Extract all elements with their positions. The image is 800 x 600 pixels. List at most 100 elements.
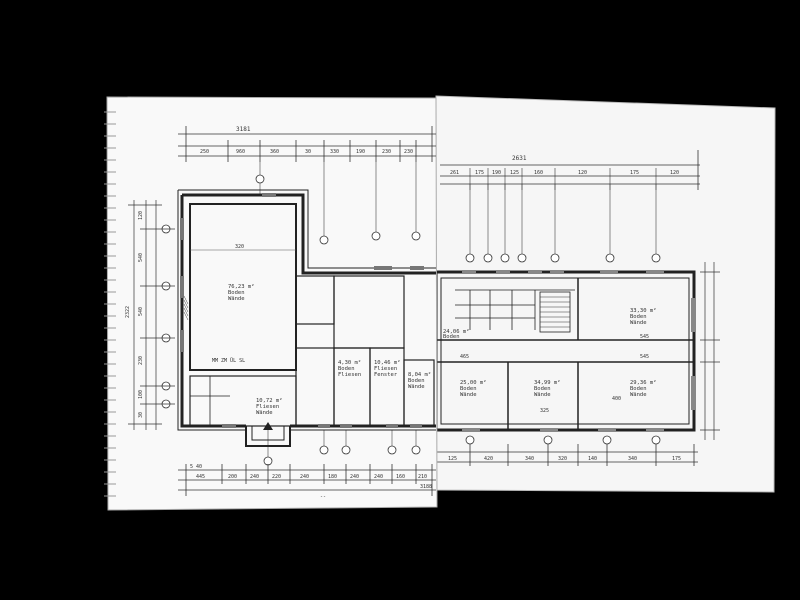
svg-text:240: 240 [350,474,359,480]
left-top-dim-labels: 250 960 360 30 330 190 230 230 [200,149,413,155]
svg-text:340: 340 [628,456,637,462]
svg-text:210: 210 [418,474,427,480]
svg-text:MM ZM ÜL SL: MM ZM ÜL SL [212,357,245,364]
svg-text:175: 175 [672,456,681,462]
svg-text:10,72 m²: 10,72 m² [256,397,283,404]
right-side-dimensions [700,262,720,440]
svg-text:230: 230 [404,149,413,155]
left-bottom-dim-labels: 5 40 445 200 240 220 240 180 240 240 160… [190,464,432,490]
svg-text:445: 445 [196,474,205,480]
svg-text:360: 360 [270,149,279,155]
right-bottom-dim-labels: 125 420 340 320 140 340 175 [448,456,681,462]
right-stairs [540,296,570,328]
svg-text:120: 120 [578,170,587,176]
svg-text:140: 140 [588,456,597,462]
svg-text:33,30 m²: 33,30 m² [630,307,657,314]
svg-text:120: 120 [138,211,144,220]
left-side-dimensions [128,200,175,430]
svg-text:340: 340 [525,456,534,462]
svg-text:Fenster: Fenster [374,372,398,378]
svg-text:Boden: Boden [408,378,425,384]
left-paper [106,96,438,511]
right-bottom-dimensions [436,444,698,466]
svg-text:240: 240 [300,474,309,480]
svg-text:25,00 m²: 25,00 m² [460,379,487,386]
right-top-total: 2631 [512,155,527,162]
svg-text:Boden: Boden [630,386,647,392]
svg-text:540: 540 [138,253,144,262]
svg-text:545: 545 [640,354,649,360]
left-axis-markers [161,174,421,466]
svg-text:960: 960 [236,149,245,155]
svg-text:200: 200 [228,474,237,480]
svg-text:Boden: Boden [534,386,551,392]
right-sheet: 2631 261 175 190 125 160 120 175 120 [434,95,776,493]
svg-text:76,23 m²: 76,23 m² [228,283,255,290]
svg-text:190: 190 [492,170,501,176]
svg-text:Wände: Wände [630,392,647,398]
svg-text:2322: 2322 [125,306,131,318]
svg-text:465: 465 [460,354,469,360]
svg-text:261: 261 [450,170,459,176]
svg-text:320: 320 [558,456,567,462]
right-inner-dim-labels: 465 325 400 545 545 [460,334,649,414]
left-top-total: 3181 [236,126,251,133]
right-windows [462,270,696,432]
right-grid-axes [469,184,657,258]
hatching [183,295,189,321]
svg-text:420: 420 [484,456,493,462]
left-windows [180,193,424,428]
svg-text:175: 175 [475,170,484,176]
svg-text:160: 160 [396,474,405,480]
svg-text:400: 400 [612,396,621,402]
left-bottom-dimensions [178,464,436,496]
svg-text:24,06 m²: 24,06 m² [443,328,470,335]
svg-text:230: 230 [382,149,391,155]
svg-text:3188: 3188 [420,484,432,490]
svg-text:Wände: Wände [630,320,647,326]
left-top-dimensions [178,126,436,162]
svg-text:Boden: Boden [460,386,477,392]
svg-text:230: 230 [138,356,144,365]
svg-text:5 40: 5 40 [190,464,202,470]
svg-text:125: 125 [448,456,457,462]
svg-text:Wände: Wände [534,392,551,398]
svg-text:120: 120 [670,170,679,176]
svg-text:325: 325 [540,408,549,414]
svg-text:320: 320 [235,244,244,250]
left-misc-labels: MM ZM ÜL SL 320 [212,244,245,364]
svg-text:30: 30 [138,412,144,418]
left-sheet: 3181 250 960 360 30 330 190 230 230 [104,96,438,511]
svg-text:Fliesen: Fliesen [338,372,361,378]
svg-text:Fliesen: Fliesen [374,366,397,372]
right-top-dim-labels: 261 175 190 125 160 120 175 120 [450,170,679,176]
svg-text:250: 250 [200,149,209,155]
svg-text:125: 125 [510,170,519,176]
svg-text:Wände: Wände [408,384,425,390]
svg-text:180: 180 [328,474,337,480]
entrance-arrow-icon [263,422,273,430]
svg-text:Wände: Wände [228,296,245,302]
svg-text:Boden: Boden [630,314,647,320]
svg-text:Boden: Boden [228,290,245,296]
svg-text:Wände: Wände [256,410,273,416]
svg-text:Boden: Boden [443,334,460,340]
right-paper [435,95,776,493]
svg-text:545: 545 [640,334,649,340]
svg-text:Fliesen: Fliesen [256,404,279,410]
svg-text:29,36 m²: 29,36 m² [630,379,657,386]
svg-text:4,30 m²: 4,30 m² [338,359,361,366]
svg-text:240: 240 [250,474,259,480]
svg-text:175: 175 [630,170,639,176]
svg-text:160: 160 [534,170,543,176]
svg-text:190: 190 [356,149,365,155]
svg-text:100: 100 [138,390,144,399]
svg-text:34,99 m²: 34,99 m² [534,379,561,386]
spiral-binding [104,111,116,497]
left-room-labels: 76,23 m² Boden Wände 10,72 m² Fliesen Wä… [228,283,431,416]
right-room-labels: 33,30 m² Boden Wände 34,99 m² Boden Wänd… [443,307,657,398]
left-side-dim-labels: 2322 120 540 540 230 100 30 [125,211,144,418]
left-footer-mark: -- [320,494,326,500]
svg-text:330: 330 [330,149,339,155]
